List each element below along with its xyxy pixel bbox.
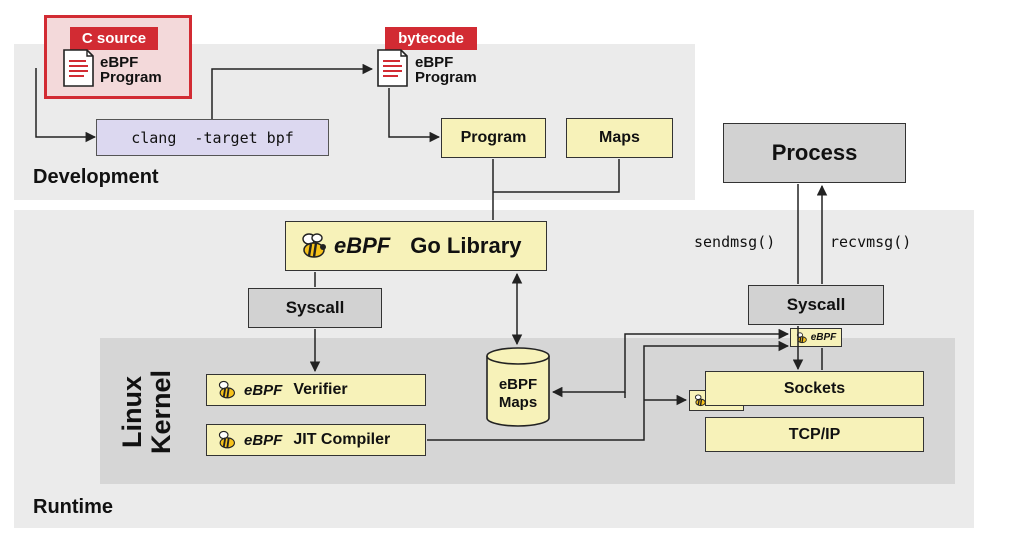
c-source-label-line2: Program: [100, 69, 162, 86]
c-source-document-icon: [60, 47, 98, 89]
sockets-box: Sockets: [705, 371, 924, 406]
bee-icon: [300, 232, 330, 260]
sendmsg-label: sendmsg(): [694, 233, 776, 251]
clang-command-box: clang -target bpf: [96, 119, 329, 156]
runtime-label: Runtime: [33, 496, 113, 518]
ebpf-maps-label-line1: eBPF: [498, 376, 538, 393]
recvmsg-label: recvmsg(): [830, 233, 912, 251]
bee-icon: [217, 430, 239, 450]
ebpf-hook-syscall-logo: eBPF: [810, 332, 837, 343]
maps-box: Maps: [566, 118, 673, 158]
c-source-tag: C source: [70, 27, 158, 50]
development-label: Development: [33, 166, 159, 188]
go-library-box: eBPF Go Library: [285, 221, 547, 271]
syscall-right-box: Syscall: [748, 285, 884, 325]
linux-kernel-label-line1: Linux: [117, 376, 147, 448]
jit-compiler-box: eBPF JIT Compiler: [206, 424, 426, 456]
jit-ebpf-logo: eBPF: [244, 431, 283, 449]
clang-command-text: clang -target bpf: [131, 128, 294, 147]
go-library-label: Go Library: [410, 233, 522, 258]
c-source-label-line1: eBPF: [100, 54, 139, 71]
bytecode-label-line1: eBPF: [415, 54, 454, 71]
ebpf-hook-syscall: eBPF: [790, 328, 842, 347]
bee-icon: [217, 380, 239, 400]
c-source-program-label: eBPF Program: [100, 55, 162, 85]
go-library-ebpf-logo: eBPF: [334, 233, 391, 258]
syscall-left-box: Syscall: [248, 288, 382, 328]
jit-label: JIT Compiler: [293, 431, 391, 448]
bee-icon: [796, 331, 809, 344]
bytecode-tag: bytecode: [385, 27, 477, 50]
program-box: Program: [441, 118, 546, 158]
process-box: Process: [723, 123, 906, 183]
linux-kernel-label: Linux Kernel: [117, 362, 176, 462]
tcpip-box: TCP/IP: [705, 417, 924, 452]
ebpf-maps-label: eBPF Maps: [485, 376, 551, 412]
ebpf-maps-label-line2: Maps: [498, 394, 538, 411]
bytecode-document-icon: [374, 47, 412, 89]
verifier-box: eBPF Verifier: [206, 374, 426, 406]
linux-kernel-label-line2: Kernel: [146, 369, 176, 455]
bytecode-program-label: eBPF Program: [415, 55, 477, 85]
verifier-label: Verifier: [293, 381, 348, 398]
bytecode-label-line2: Program: [415, 69, 477, 86]
verifier-ebpf-logo: eBPF: [244, 381, 283, 399]
